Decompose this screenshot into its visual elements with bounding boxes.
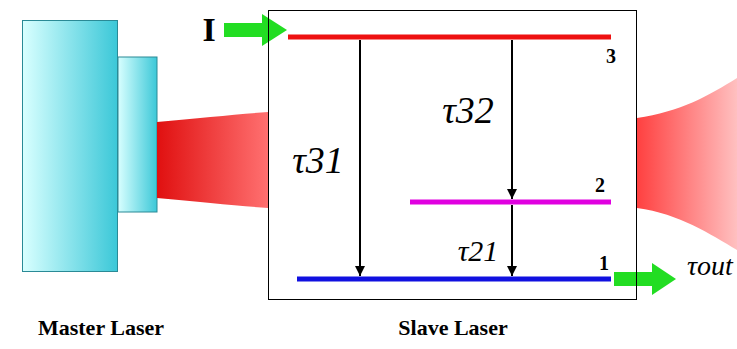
lifetime-label: τ32	[442, 91, 494, 129]
level-1	[297, 277, 611, 282]
decay-arrow	[511, 205, 513, 276]
laser-nozzle	[118, 57, 157, 212]
node-title: Slave Laser	[398, 315, 507, 341]
level-number: 2	[595, 175, 605, 195]
decay-arrow	[359, 40, 361, 276]
level-number: 3	[606, 46, 616, 66]
lifetime-label: τ31	[292, 141, 344, 179]
decay-arrow	[511, 40, 513, 199]
injection-beam	[157, 112, 268, 208]
output-beam	[637, 78, 737, 250]
node-title: Master Laser	[38, 315, 164, 341]
level-3	[288, 35, 611, 40]
level-number: 1	[599, 253, 609, 273]
lifetime-label: τ21	[458, 236, 499, 266]
current-label: I	[202, 13, 215, 47]
output-lifetime-label: τout	[687, 252, 733, 280]
master-laser: Master Laser	[22, 20, 118, 272]
pump-arrow	[224, 14, 287, 46]
output-arrow	[614, 263, 676, 295]
level-2	[410, 200, 611, 205]
